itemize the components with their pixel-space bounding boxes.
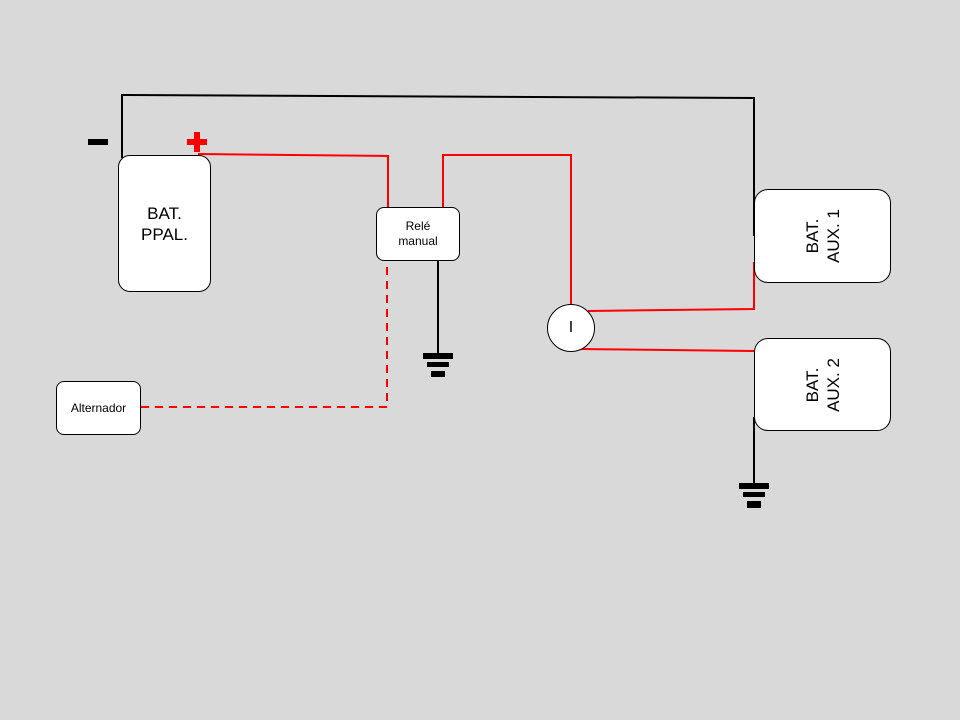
switch-label: I bbox=[568, 319, 574, 336]
relay-label-line2: manual bbox=[398, 234, 438, 248]
negative-main-wire bbox=[121, 93, 755, 236]
aux1-label-line2: AUX. 1 bbox=[823, 209, 843, 263]
aux2-label-line2: AUX. 2 bbox=[823, 357, 843, 412]
switch-node: I bbox=[547, 304, 595, 352]
alternator-label: Alternador bbox=[70, 401, 127, 415]
switch-to-aux1-wire bbox=[587, 262, 755, 312]
positive-terminal-icon bbox=[187, 132, 207, 152]
relay-label-line1: Relé bbox=[405, 219, 431, 233]
aux1-label-line1: BAT. bbox=[802, 218, 822, 254]
aux-battery-2: BAT. AUX. 2 bbox=[754, 338, 891, 431]
alternator: Alternador bbox=[56, 381, 141, 435]
aux-battery-1: BAT. AUX. 1 bbox=[754, 189, 891, 283]
main-battery-label-line1: BAT. bbox=[147, 203, 182, 223]
manual-relay: Relé manual bbox=[376, 207, 460, 261]
main-battery-label-line2: PPAL. bbox=[141, 224, 188, 244]
main-battery: BAT. PPAL. bbox=[118, 155, 211, 292]
switch-to-aux2-wire bbox=[576, 348, 755, 352]
relay-to-switch-wire bbox=[442, 154, 572, 304]
aux2-ground-icon bbox=[739, 483, 769, 508]
negative-terminal-icon bbox=[88, 139, 108, 145]
relay-ground-icon bbox=[423, 353, 453, 377]
positive-main-to-relay-wire bbox=[197, 153, 389, 207]
alternator-to-relay-dashed-wire bbox=[141, 262, 388, 408]
aux2-label-line1: BAT. bbox=[802, 367, 822, 402]
